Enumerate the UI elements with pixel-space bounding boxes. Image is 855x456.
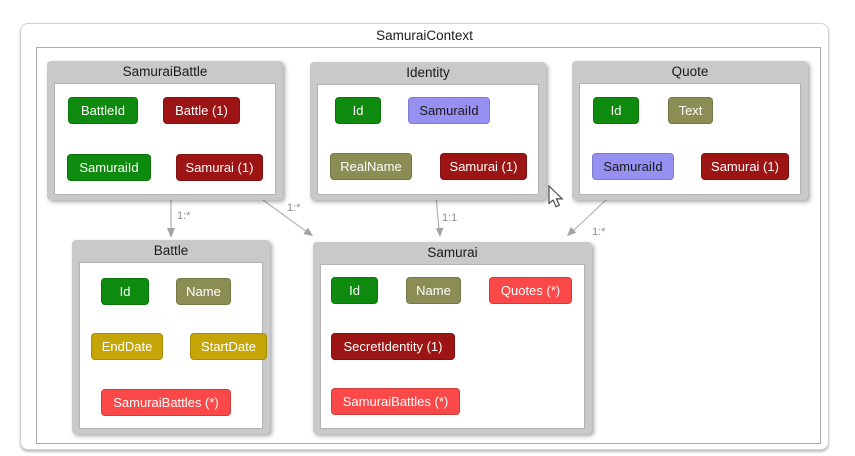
property-chip-samuraibattles[interactable]: SamuraiBattles (*) bbox=[101, 389, 231, 416]
property-chip-text[interactable]: Text bbox=[668, 97, 713, 124]
property-chip-samurai[interactable]: Samurai (1) bbox=[176, 154, 263, 181]
property-chip-startdate[interactable]: StartDate bbox=[190, 333, 267, 360]
property-chip-battleid[interactable]: BattleId bbox=[68, 97, 138, 124]
entity-node-samurai[interactable]: Samurai Id Name Quotes (*) SecretIdentit… bbox=[313, 242, 592, 434]
property-chip-enddate[interactable]: EndDate bbox=[91, 333, 163, 360]
context-title: SamuraiContext bbox=[376, 28, 473, 43]
entity-title: Quote bbox=[671, 64, 709, 79]
entity-title: Battle bbox=[153, 243, 189, 258]
property-chip-samuraiid[interactable]: SamuraiId bbox=[408, 97, 490, 124]
property-chip-samuraibattles[interactable]: SamuraiBattles (*) bbox=[331, 388, 460, 415]
entity-node-identity[interactable]: Identity Id SamuraiId RealName Samurai (… bbox=[310, 62, 546, 200]
property-chip-samuraiid[interactable]: SamuraiId bbox=[67, 154, 151, 181]
entity-title: Samurai bbox=[427, 245, 478, 260]
property-chip-battle[interactable]: Battle (1) bbox=[163, 97, 240, 124]
property-chip-id[interactable]: Id bbox=[331, 277, 378, 304]
property-chip-quotes[interactable]: Quotes (*) bbox=[489, 277, 572, 304]
entity-title: SamuraiBattle bbox=[122, 64, 208, 79]
property-chip-id[interactable]: Id bbox=[101, 278, 149, 305]
property-chip-secretidentity[interactable]: SecretIdentity (1) bbox=[331, 333, 455, 360]
entity-title: Identity bbox=[406, 65, 450, 80]
entity-node-quote[interactable]: Quote Id Text SamuraiId Samurai (1) bbox=[572, 61, 808, 200]
property-chip-samuraiid[interactable]: SamuraiId bbox=[592, 153, 674, 180]
property-chip-name[interactable]: Name bbox=[176, 278, 231, 305]
property-chip-name[interactable]: Name bbox=[406, 277, 461, 304]
property-chip-samurai[interactable]: Samurai (1) bbox=[701, 153, 789, 180]
property-chip-id[interactable]: Id bbox=[593, 97, 639, 124]
property-chip-id[interactable]: Id bbox=[335, 97, 381, 124]
property-chip-samurai[interactable]: Samurai (1) bbox=[440, 153, 527, 180]
entity-node-battle[interactable]: Battle Id Name EndDate StartDate Samurai… bbox=[72, 240, 270, 434]
property-chip-realname[interactable]: RealName bbox=[330, 153, 412, 180]
entity-node-samuraibattle[interactable]: SamuraiBattle BattleId Battle (1) Samura… bbox=[47, 61, 283, 200]
